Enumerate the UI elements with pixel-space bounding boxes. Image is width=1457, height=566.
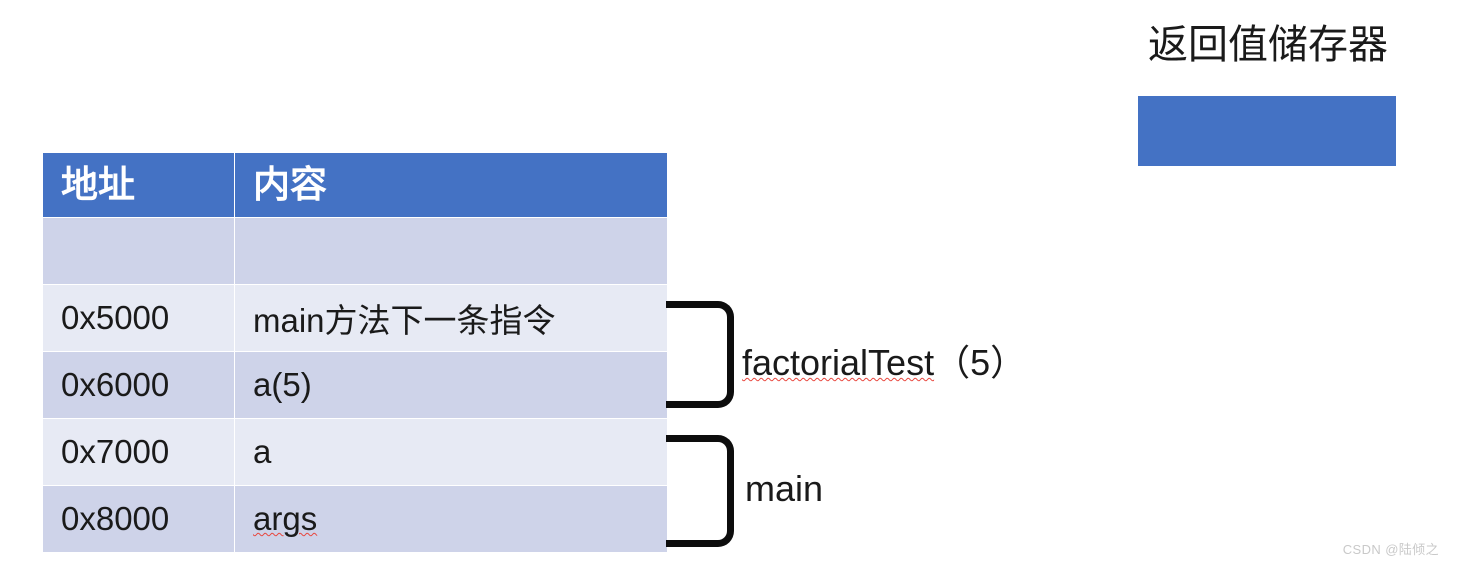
bracket-label-factorial-name: factorialTest <box>742 342 935 383</box>
table-row <box>42 217 668 285</box>
cell-content: a <box>234 418 668 486</box>
cell-content: args <box>234 485 668 553</box>
cell-address: 0x8000 <box>42 485 235 553</box>
return-register-box <box>1138 96 1396 166</box>
bracket-factorial-frame <box>666 301 734 408</box>
bracket-label-main: main <box>745 468 824 509</box>
bracket-main-frame <box>666 435 734 547</box>
cell-address <box>42 217 235 285</box>
csdn-watermark: CSDN @陆倾之 <box>1342 542 1439 557</box>
column-header-content: 内容 <box>234 152 668 218</box>
cell-address: 0x7000 <box>42 418 235 486</box>
table-row: 0x6000 a(5) <box>42 351 668 419</box>
bracket-label-factorial: factorialTest（5） <box>742 334 1026 386</box>
cell-address: 0x5000 <box>42 284 235 352</box>
cell-content: a(5) <box>234 351 668 419</box>
cell-content-misspelled: args <box>253 500 318 537</box>
cell-content: main方法下一条指令 <box>234 284 668 352</box>
table-row: 0x7000 a <box>42 418 668 486</box>
table-body: 0x5000 main方法下一条指令 0x6000 a(5) 0x7000 a … <box>42 217 668 553</box>
column-header-address: 地址 <box>42 152 235 218</box>
table-header: 地址 内容 <box>42 152 668 218</box>
table-row: 0x8000 args <box>42 485 668 553</box>
memory-stack-table: 地址 内容 0x5000 main方法下一条指令 0x6000 a(5) 0x7… <box>42 152 668 553</box>
bracket-label-factorial-arg: （5） <box>934 342 1027 383</box>
table-row: 0x5000 main方法下一条指令 <box>42 284 668 352</box>
table-header-row: 地址 内容 <box>42 152 668 218</box>
return-register-title: 返回值储存器 <box>1148 23 1388 67</box>
cell-content <box>234 217 668 285</box>
cell-address: 0x6000 <box>42 351 235 419</box>
